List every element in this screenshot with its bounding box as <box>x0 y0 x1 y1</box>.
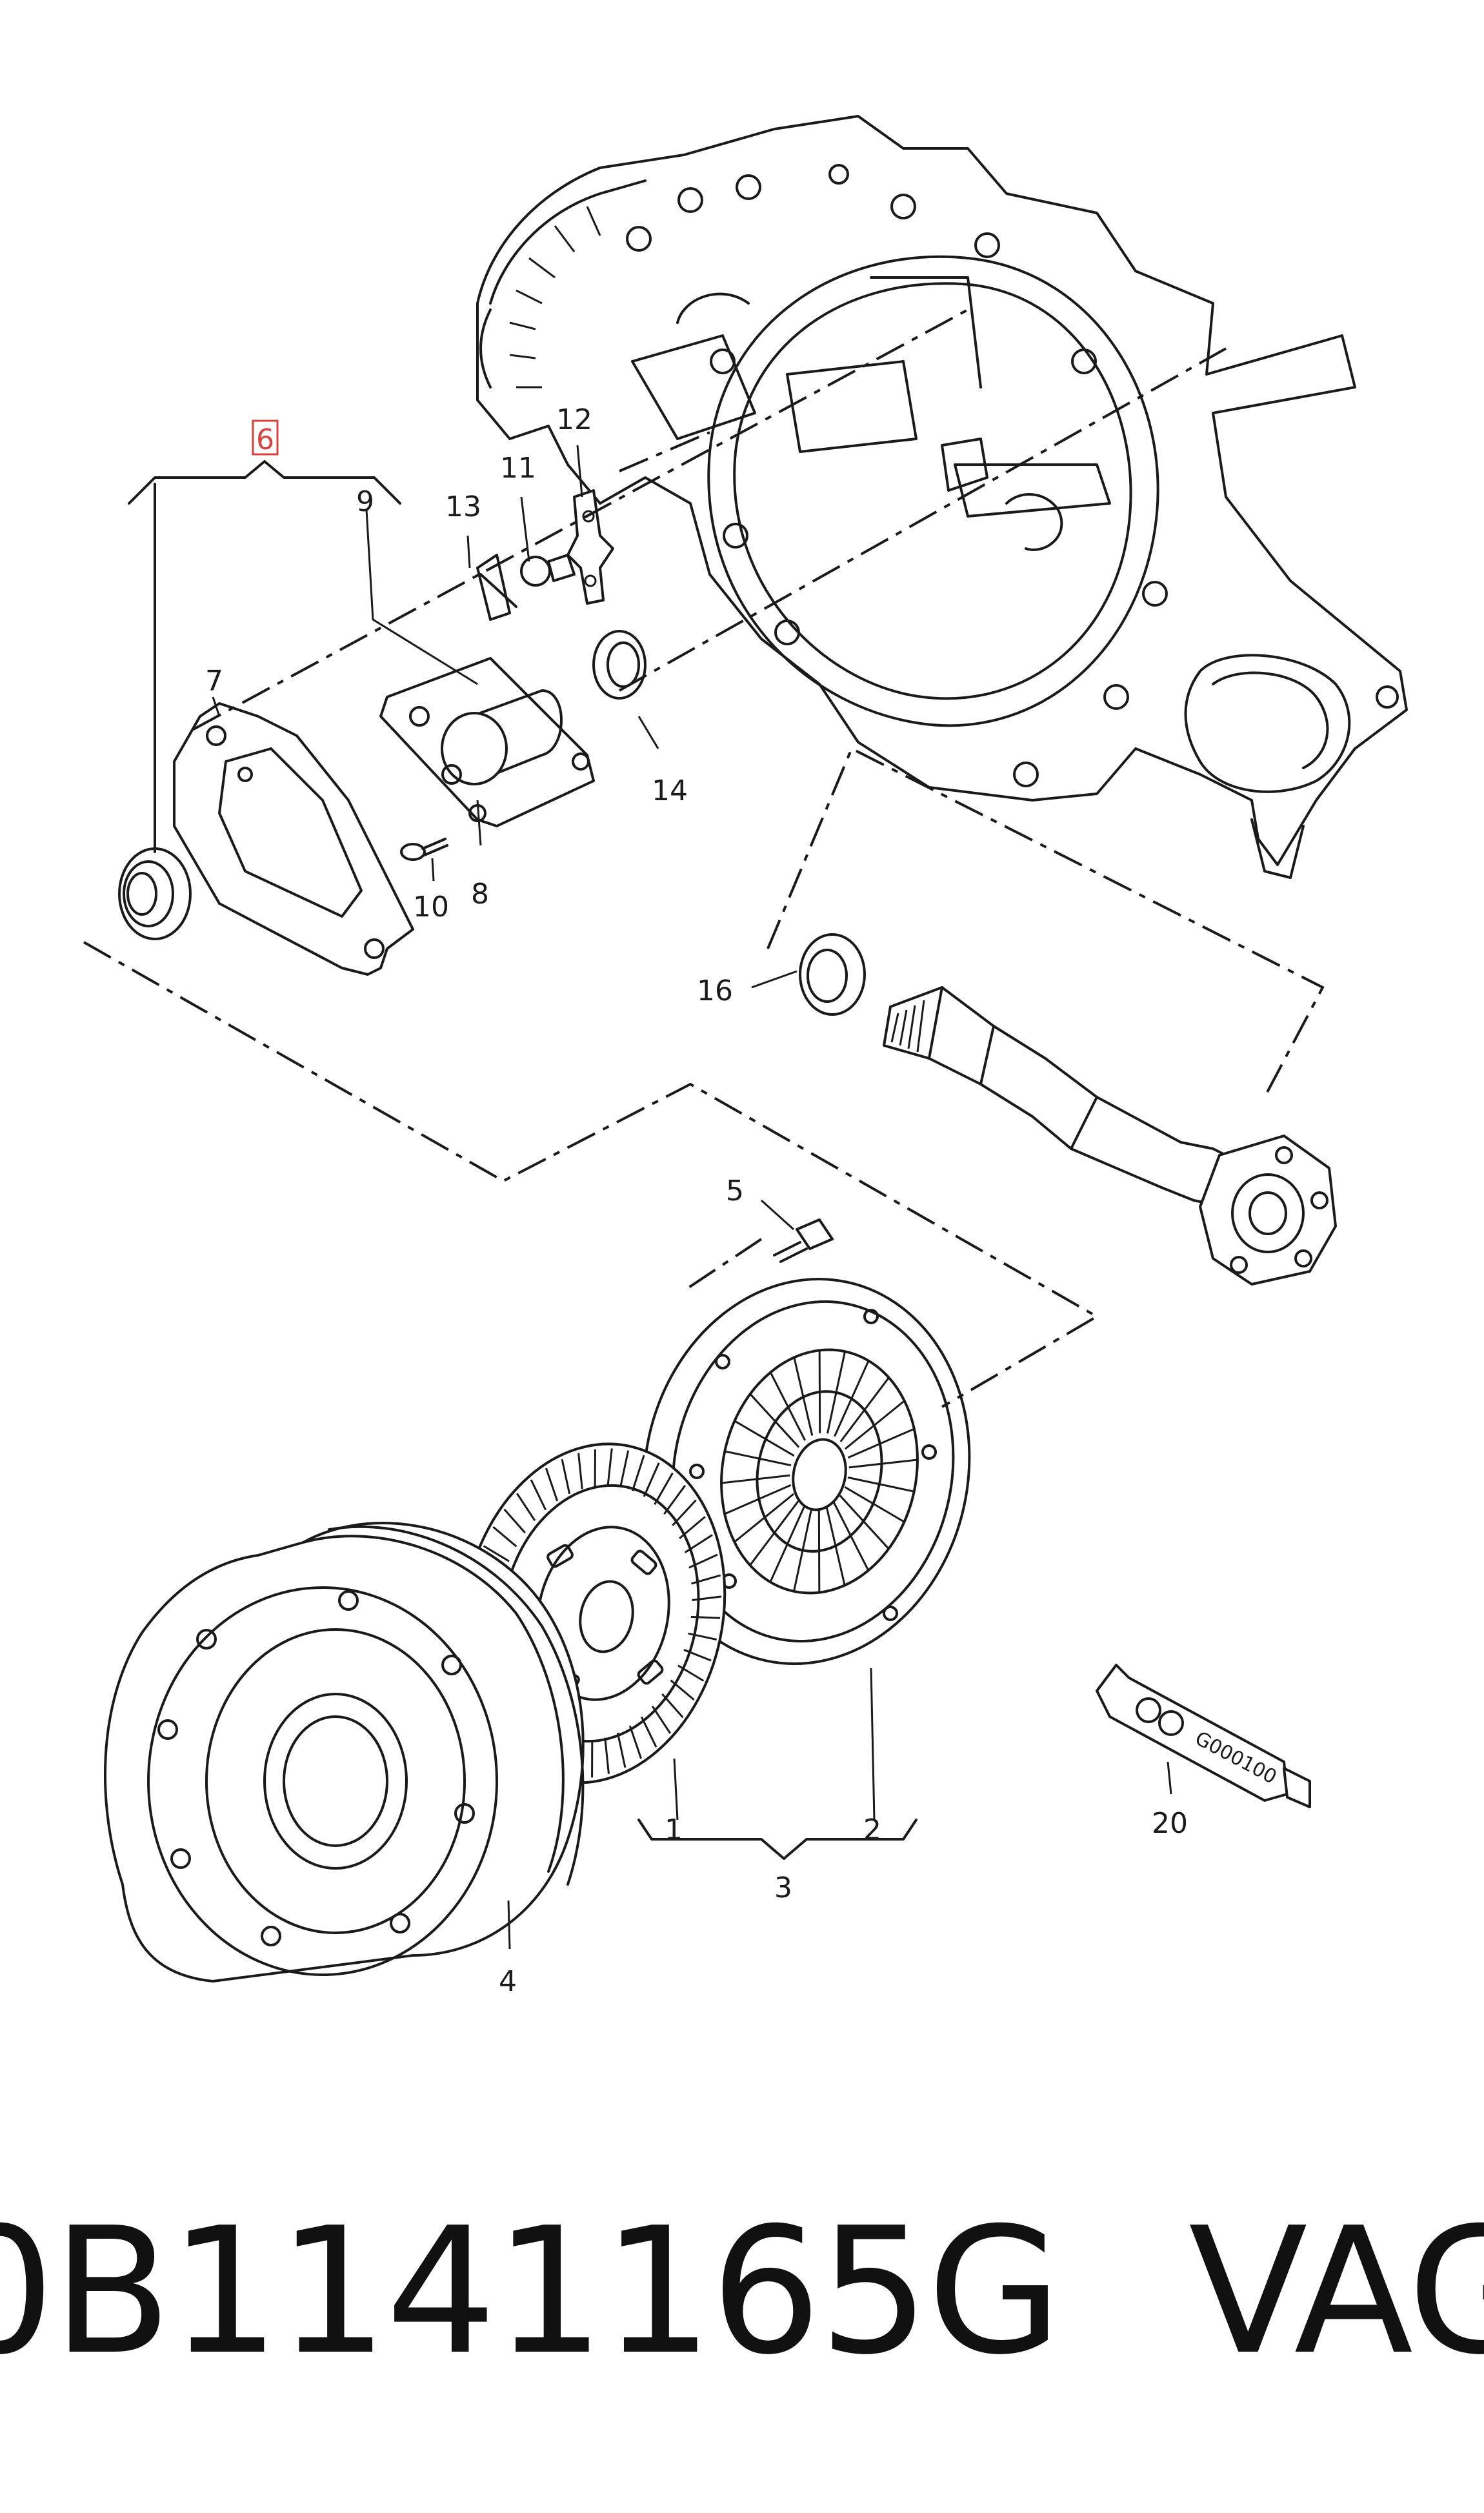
diaphragm-finger <box>793 1509 812 1592</box>
diaphragm-finger <box>832 1502 870 1571</box>
guide-sleeve <box>379 657 595 827</box>
disc-friction-rib <box>503 1508 526 1534</box>
release-fork <box>567 489 614 605</box>
oil-seal-left <box>118 847 192 940</box>
disc-friction-rib <box>692 1595 722 1601</box>
disc-friction-rib <box>688 1553 718 1569</box>
diaphragm-finger <box>848 1458 918 1469</box>
diaphragm-finger <box>721 1474 790 1484</box>
callout-highlight-box <box>252 419 279 456</box>
disc-friction-rib <box>640 1716 657 1748</box>
callout-7: 7 <box>205 665 223 698</box>
drive-shaft <box>883 986 1337 1286</box>
callout-4: 4 <box>499 1965 517 1998</box>
brackets <box>128 460 917 1860</box>
callout-3: 3 <box>774 1872 792 1904</box>
retaining-clip <box>476 554 517 621</box>
disc-friction-rib <box>679 1516 706 1539</box>
diaphragm-finger <box>844 1400 905 1450</box>
disc-friction-rib <box>616 1732 627 1768</box>
disc-friction-rib <box>651 1706 671 1734</box>
diaphragm-finger <box>749 1500 799 1566</box>
disc-friction-rib <box>670 1679 695 1701</box>
callout-13: 13 <box>445 490 481 523</box>
callout-5: 5 <box>726 1175 744 1207</box>
callout-8: 8 <box>471 878 489 911</box>
diaphragm-finger <box>749 1393 800 1448</box>
disc-friction-rib <box>672 1499 697 1526</box>
disc-friction-rib <box>516 1493 536 1521</box>
bolt-10 <box>400 838 448 861</box>
disc-friction-rib <box>631 1455 645 1491</box>
disc-friction-rib <box>654 1472 674 1505</box>
diaphragm-finger <box>847 1476 915 1493</box>
disc-friction-rib <box>492 1526 517 1548</box>
part-number: 0B1141165G <box>0 2189 1062 2393</box>
callout-9: 9 <box>356 485 374 518</box>
disc-friction-rib <box>530 1479 547 1511</box>
bolt-5 <box>773 1218 834 1263</box>
disc-friction-rib <box>628 1725 642 1759</box>
disc-friction-rib <box>677 1664 705 1682</box>
part-caption: 0B1141165G VAG <box>0 2190 1484 2393</box>
disc-friction-rib <box>691 1574 721 1585</box>
callout-2: 2 <box>863 1813 881 1846</box>
disc-friction-rib <box>561 1458 571 1495</box>
diaphragm-finger <box>844 1486 905 1523</box>
diaphragm-finger <box>839 1377 890 1442</box>
grease-tube: G000100 <box>1096 1664 1311 1808</box>
diaphragm-finger <box>734 1420 795 1457</box>
disc-friction-rib <box>607 1448 613 1486</box>
callout-16: 16 <box>697 974 733 1007</box>
diaphragm-finger <box>839 1495 890 1549</box>
disc-friction-rib <box>577 1453 583 1489</box>
assembly-lines <box>83 308 1325 1408</box>
disc-friction-rib <box>663 1484 687 1515</box>
disc-friction-rib <box>545 1468 559 1502</box>
seal-ring-14 <box>592 630 647 700</box>
brand-name: VAG <box>1188 2189 1484 2393</box>
cover-plate <box>173 702 414 976</box>
diaphragm-finger <box>847 1428 915 1459</box>
disc-friction-rib <box>688 1632 717 1641</box>
diaphragm-finger <box>724 1484 792 1515</box>
disc-friction-rib <box>483 1545 510 1562</box>
callout-1: 1 <box>665 1813 683 1846</box>
diaphragm-finger <box>769 1371 807 1441</box>
disc-friction-rib <box>690 1615 721 1619</box>
callout-12: 12 <box>556 403 592 436</box>
leader-lines <box>212 445 1172 1950</box>
diaphragm-finger <box>724 1450 792 1467</box>
disc-friction-rib <box>643 1462 660 1497</box>
ball-stud <box>520 554 576 587</box>
pressure-plate <box>642 1277 971 1666</box>
diaphragm-finger <box>834 1360 870 1437</box>
callout-20: 20 <box>1152 1807 1188 1840</box>
diaphragm-finger <box>827 1351 846 1434</box>
diaphragm-finger <box>769 1506 805 1583</box>
diaphragm-finger <box>825 1507 846 1586</box>
diaphragm-finger <box>734 1493 795 1543</box>
disc-friction-rib <box>683 1649 712 1662</box>
callout-10: 10 <box>413 891 449 923</box>
disc-friction-rib <box>604 1737 610 1774</box>
callout-labels: 6 9 13 11 12 7 14 8 10 16 5 1 2 3 4 20 <box>205 403 1188 1998</box>
callout-11: 11 <box>500 452 536 485</box>
disc-friction-rib <box>684 1534 713 1553</box>
disc-friction-rib <box>661 1693 684 1719</box>
disc-friction-rib <box>619 1450 630 1488</box>
callout-14: 14 <box>652 774 688 807</box>
flywheel <box>103 1522 585 1983</box>
seal-ring-16 <box>799 933 866 1016</box>
callout-6: 6 <box>256 423 274 456</box>
gearbox-housing <box>476 115 1408 879</box>
diaphragm-finger <box>793 1357 814 1436</box>
